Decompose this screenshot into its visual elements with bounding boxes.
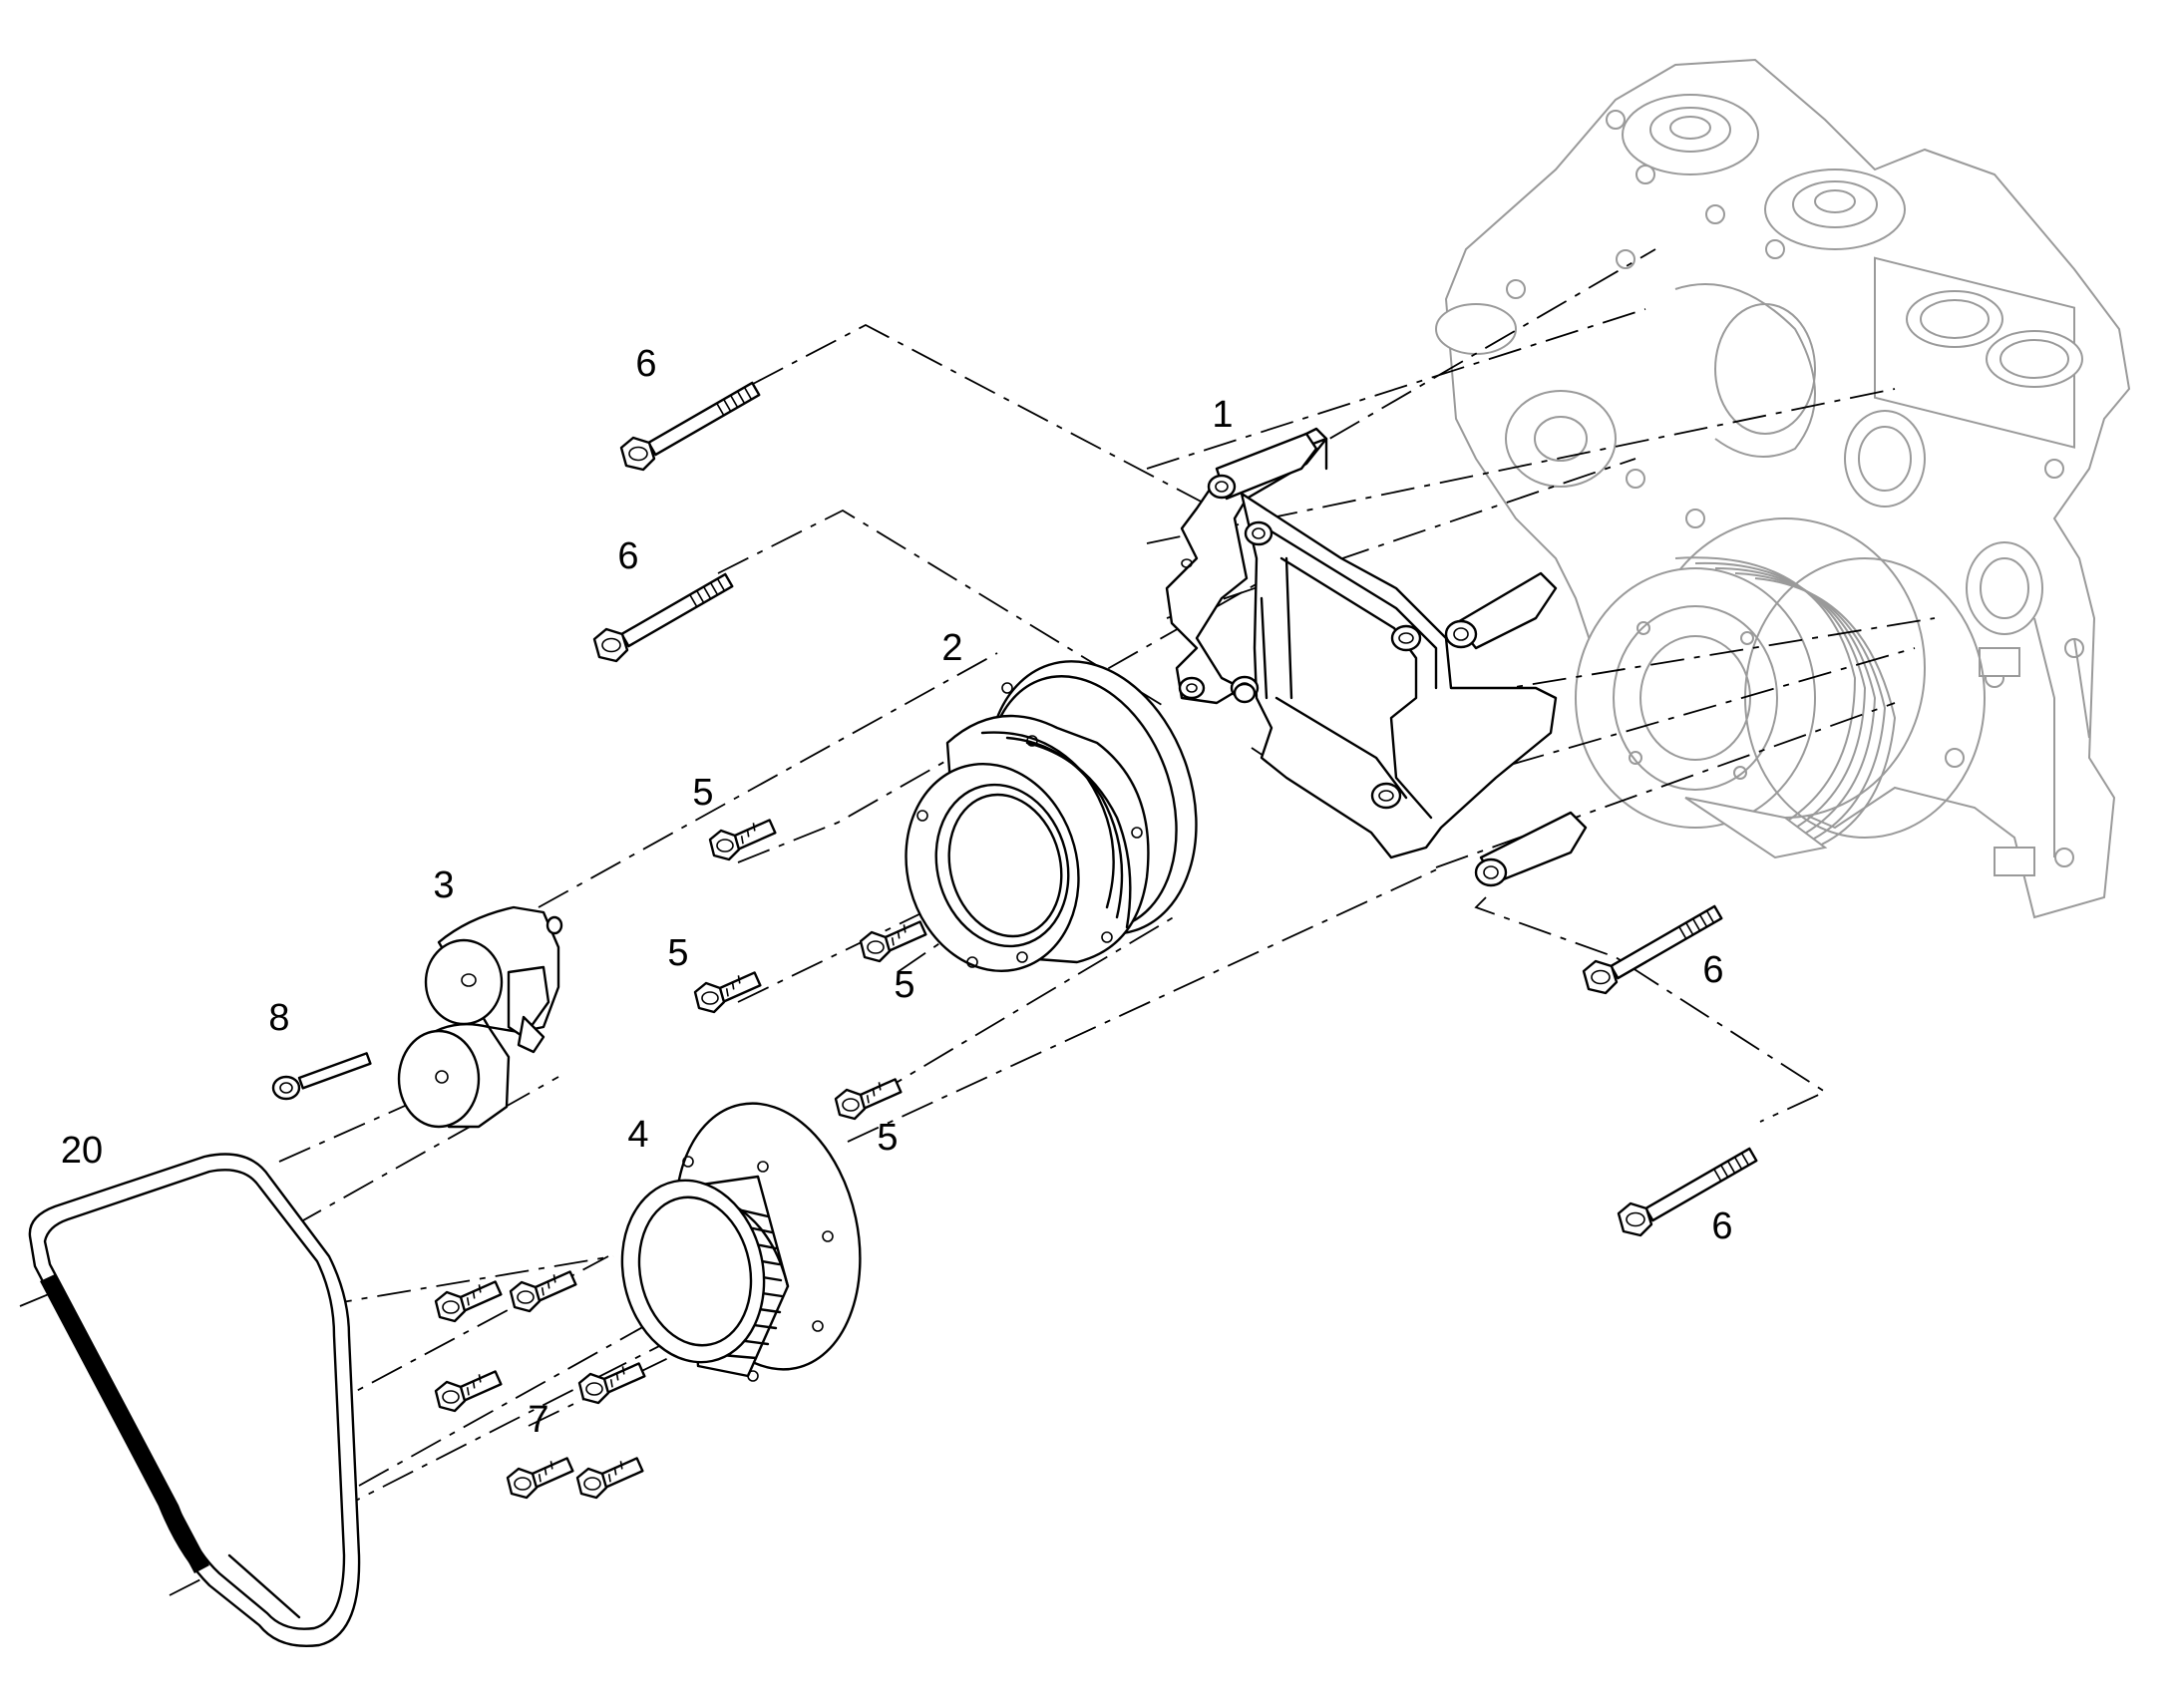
part-4-crank-pulley [620,1102,862,1382]
engine-front-housing [1435,58,2131,919]
part-1-mounting-bracket [1165,427,1588,887]
callout-2: 2 [941,627,962,669]
callout-7: 7 [528,1399,548,1441]
callout-6c: 6 [1702,949,1723,991]
bolt-5-c [859,920,927,963]
bolt-6-top-left-a [619,381,761,472]
bolt-7-c [434,1370,503,1413]
callout-3: 3 [433,864,454,906]
bolt-5-d [834,1078,903,1121]
bolt-5-b [693,971,762,1014]
callout-5c: 5 [894,964,914,1006]
bolt-7-a [434,1280,503,1323]
callout-4: 4 [627,1114,648,1156]
assembly-centerlines [19,248,1936,1596]
part-3-belt-tensioner [397,905,563,1129]
callout-1: 1 [1212,394,1233,436]
callout-6d: 6 [1711,1205,1732,1247]
bolt-6-top-left-b [592,572,734,663]
bolt-7-e [506,1457,574,1500]
part-2-pulley-housing [905,660,1198,972]
crankshaft-pulley-installed [1575,517,1986,859]
bolt-7-b [509,1270,577,1313]
callout-5d: 5 [877,1117,898,1159]
part-20-drive-belt [28,1153,361,1647]
callout-8: 8 [268,997,289,1039]
callout-6a: 6 [635,343,656,385]
bolt-7-f [575,1457,644,1500]
callout-6b: 6 [617,535,638,577]
callout-20: 20 [61,1130,103,1172]
callout-5a: 5 [692,772,713,814]
callout-labels: 1 2 3 4 5 5 5 5 6 6 6 6 7 8 20 [61,343,1733,1441]
bolt-6-right-b [1617,1147,1758,1237]
bolt-5-a [708,819,777,861]
bolt-8 [271,1052,372,1101]
callout-5b: 5 [667,932,688,974]
